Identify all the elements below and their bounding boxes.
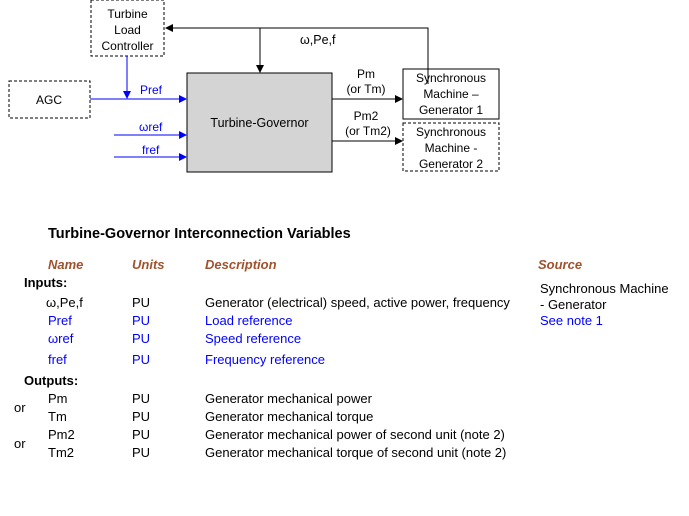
table-title: Turbine-Governor Interconnection Variabl… [48, 226, 351, 242]
agc-box [8, 80, 91, 119]
input-source: See note 1 [540, 313, 603, 328]
input-description: Frequency reference [205, 352, 325, 367]
output-description: Generator mechanical torque [205, 409, 374, 424]
column-header-source: Source [538, 257, 583, 272]
input-source: - Generator [540, 297, 607, 312]
input-description: Generator (electrical) speed, active pow… [205, 295, 510, 310]
sm1-label-3: Generator 1 [419, 103, 483, 117]
input-name: fref [48, 352, 67, 367]
sm2-label-2: Machine - [425, 141, 478, 155]
pm-label: Pm [357, 67, 375, 81]
pm2-label: Pm2 [354, 109, 379, 123]
sync-machine-1-box [402, 68, 500, 120]
fref-label: fref [142, 143, 160, 157]
input-units: PU [132, 331, 151, 346]
block-diagram: Turbine Load Controller AGC Turbine-Gove… [8, 0, 500, 173]
input-units: PU [132, 352, 151, 367]
input-source: Synchronous Machine [540, 281, 669, 296]
input-description: Speed reference [205, 331, 302, 346]
output-units: PU [132, 391, 151, 406]
or-label: or [14, 400, 26, 415]
output-units: PU [132, 427, 151, 442]
tlc-label-1: Turbine [107, 7, 148, 21]
sm2-label-1: Synchronous [416, 125, 486, 139]
output-units: PU [132, 445, 151, 460]
input-description: Load reference [205, 313, 293, 328]
input-units: PU [132, 295, 151, 310]
or-label: or [14, 436, 26, 451]
input-name: ωref [48, 331, 74, 346]
outputs-label: Outputs: [24, 373, 79, 388]
output-description: Generator mechanical power of second uni… [205, 427, 505, 442]
or-tm-label: (or Tm) [346, 82, 385, 96]
inputs-label: Inputs: [24, 275, 68, 290]
input-name: ω,Pe,f [46, 295, 83, 310]
sm1-label-1: Synchronous [416, 71, 486, 85]
output-units: PU [132, 409, 151, 424]
tlc-label-3: Controller [101, 39, 153, 53]
wref-label: ωref [139, 120, 163, 134]
feedback-label: ω,Pe,f [300, 33, 336, 47]
output-description: Generator mechanical power [205, 391, 372, 406]
turbine-governor-label: Turbine-Governor [210, 116, 308, 130]
column-header-name: Name [48, 257, 84, 272]
turbine-governor-block [186, 72, 333, 173]
tlc-label-2: Load [114, 23, 141, 37]
or-tm2-label: (or Tm2) [345, 124, 391, 138]
sm2-label-3: Generator 2 [419, 157, 483, 171]
column-header-units: Units [132, 257, 165, 272]
pref-label: Pref [140, 83, 163, 97]
input-units: PU [132, 313, 151, 328]
output-name: Pm2 [48, 427, 75, 442]
output-name: Tm [48, 409, 67, 424]
input-name: Pref [48, 313, 72, 328]
sync-machine-2-box [402, 122, 500, 172]
column-header-description: Description [205, 257, 277, 272]
agc-label: AGC [36, 93, 62, 107]
feedback-line [165, 24, 429, 84]
sm1-label-2: Machine – [423, 87, 479, 101]
output-name: Tm2 [48, 445, 74, 460]
output-description: Generator mechanical torque of second un… [205, 445, 507, 460]
output-name: Pm [48, 391, 68, 406]
